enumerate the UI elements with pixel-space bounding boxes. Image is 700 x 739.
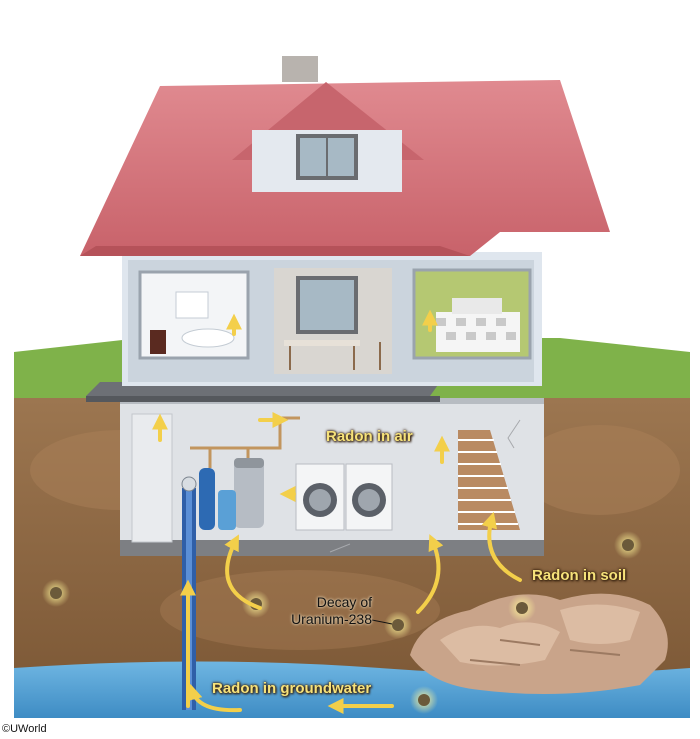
radon-arrows: [152, 309, 522, 714]
radon-in-groundwater-label: Radon in groundwater: [212, 680, 372, 697]
radon-atom: [410, 686, 438, 714]
water-pipes: [190, 416, 300, 468]
staircase: [458, 430, 520, 530]
copyright: ©UWorld: [2, 723, 47, 735]
uranium-rocks: [410, 593, 668, 694]
decay-label: Decay of Uranium-238: [268, 594, 372, 628]
radon-atom: [614, 531, 642, 559]
chimney: [282, 56, 318, 82]
water-softener: [199, 468, 236, 530]
radon-atom: [242, 590, 270, 618]
decay-label-line2: Uranium-238: [291, 611, 372, 627]
bathroom: [138, 270, 250, 360]
water-heater: [234, 458, 264, 528]
bedroom: [412, 268, 532, 360]
radon-in-soil-label: Radon in soil: [532, 567, 627, 584]
radon-atom: [42, 579, 70, 607]
radon-in-air-label: Radon in air: [326, 428, 413, 445]
dormer: [232, 82, 424, 192]
decay-label-line1: Decay of: [316, 594, 372, 610]
dryer: [345, 463, 393, 531]
dining-room: [274, 268, 392, 374]
washing-machine: [295, 463, 345, 531]
radon-atom: [508, 594, 536, 622]
radon-atom: [384, 611, 412, 639]
